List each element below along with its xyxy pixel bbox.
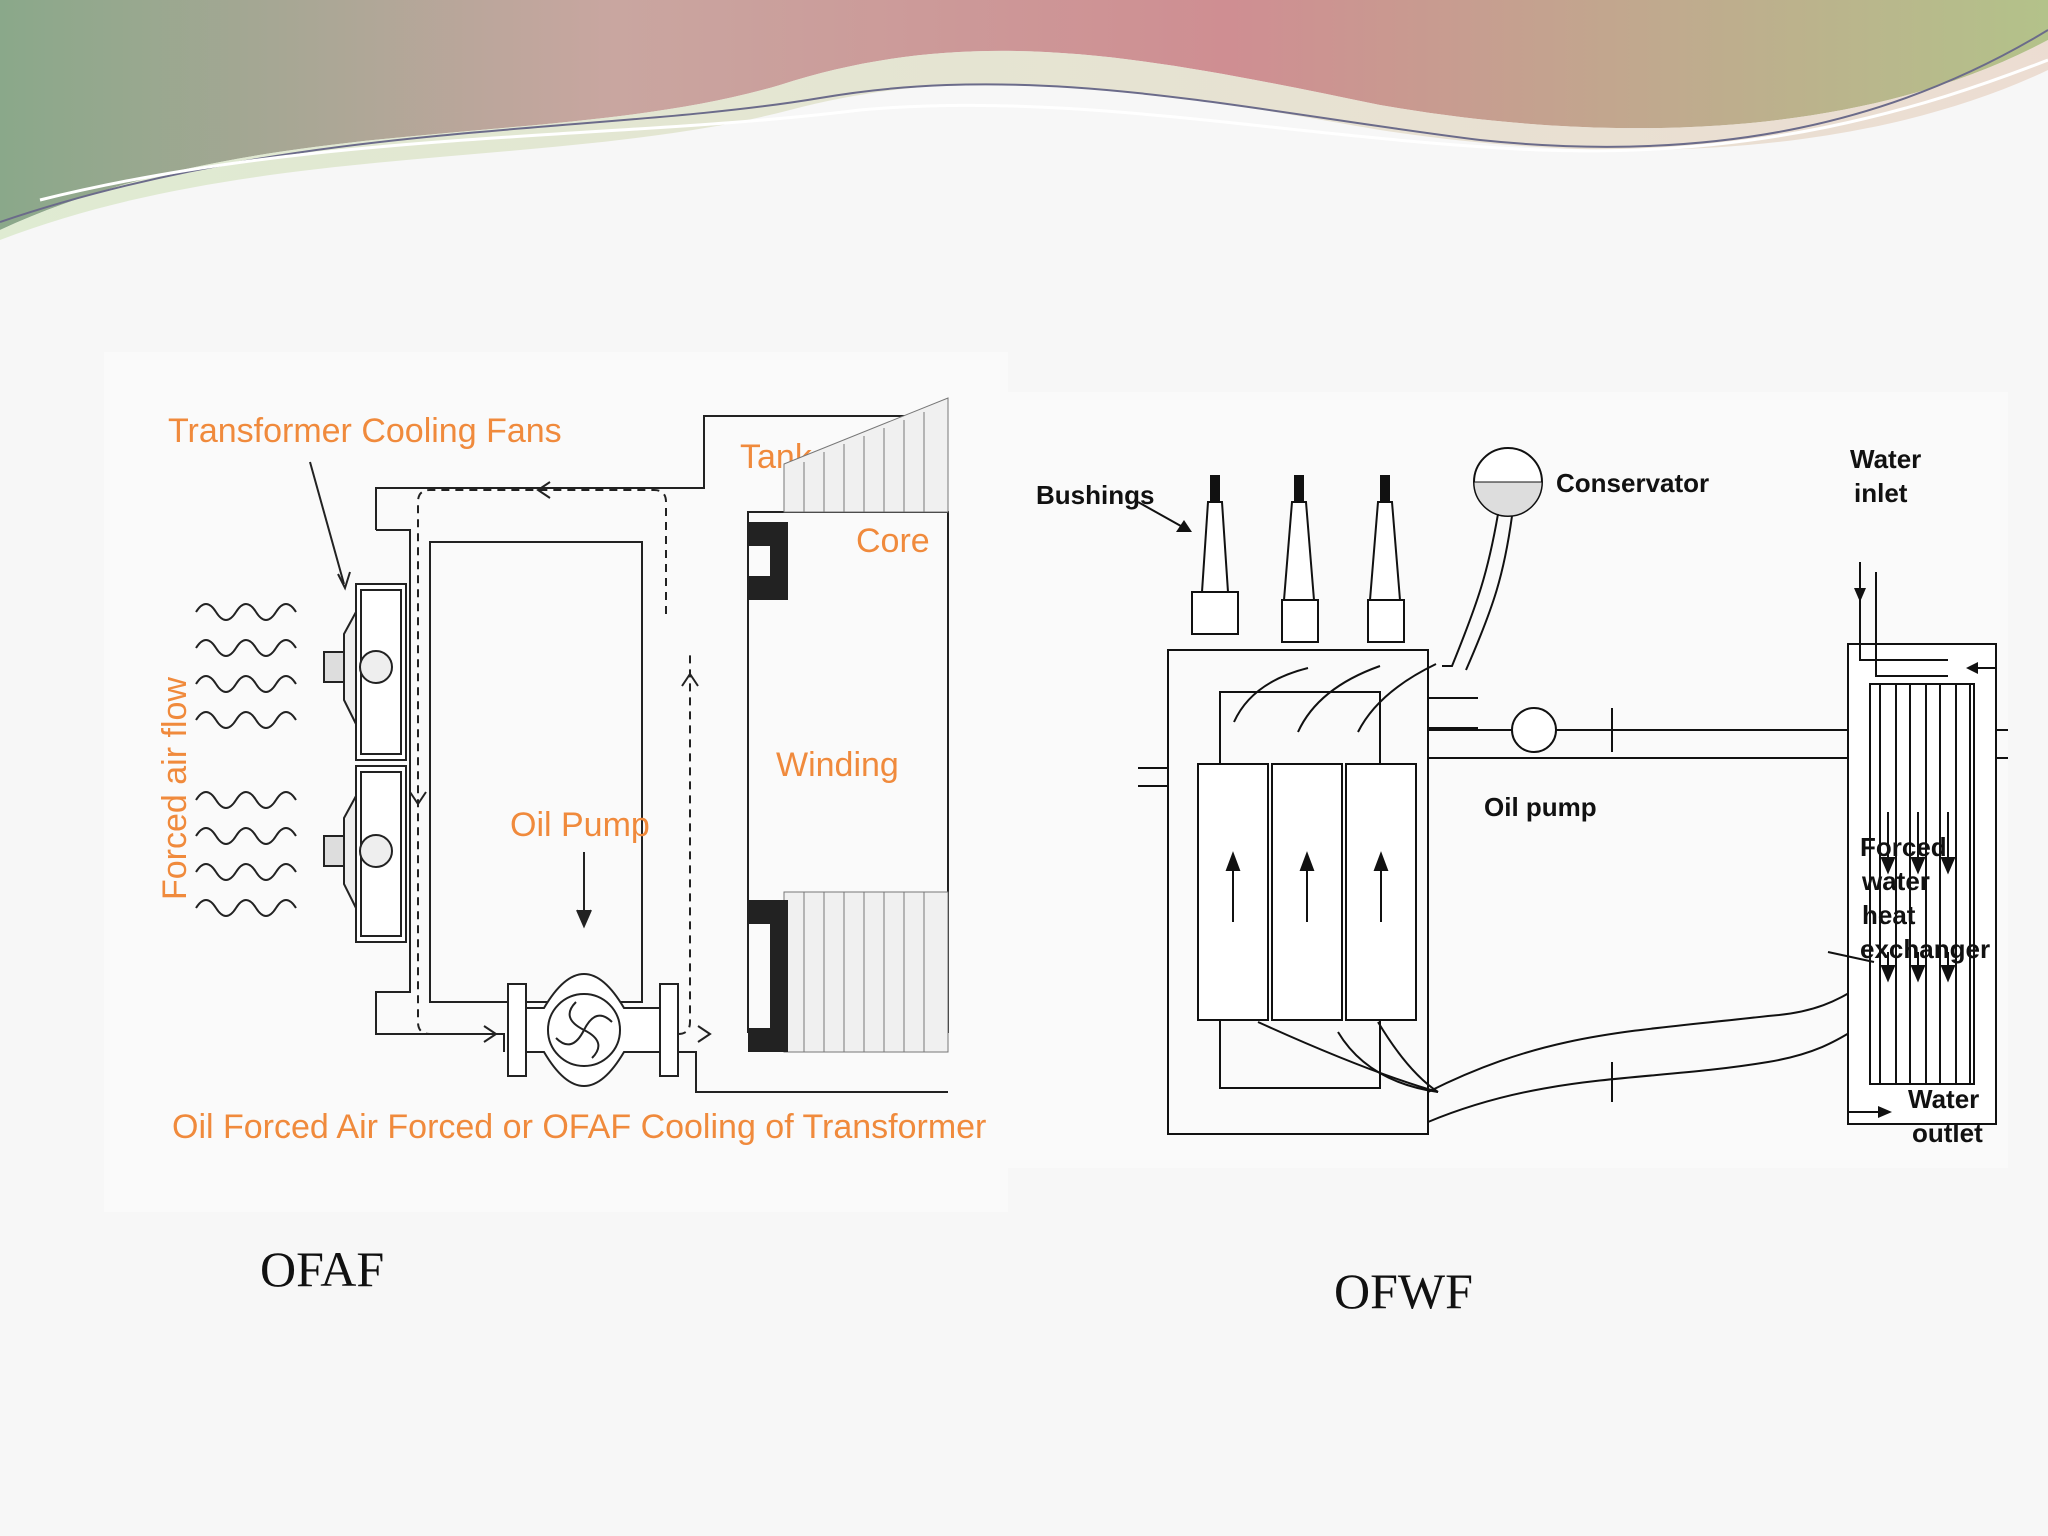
bushing-2: [1281, 475, 1319, 643]
conservator-tank: [1442, 447, 1543, 671]
water-flow-arrows: [1880, 812, 1956, 983]
label-oil-pump: Oil Pump: [510, 806, 650, 844]
label-forced-air-flow: Forced air flow: [156, 677, 194, 900]
label-forced-water-heat-exchanger-line4: exchanger: [1860, 934, 1990, 964]
core-lower: [748, 891, 949, 1053]
label-water-inlet-line2: inlet: [1854, 478, 1908, 508]
oil-circulation-arrows: [1233, 663, 1439, 1093]
oil-flow-dashed-path: [417, 489, 691, 1035]
heat-exchanger: [1847, 643, 1997, 1125]
label-water-inlet-line1: Water: [1850, 444, 1921, 474]
bushing-1: [1191, 475, 1239, 635]
label-forced-water-heat-exchanger-line1: Forced: [1860, 832, 1947, 862]
cooling-fan-lower: [323, 765, 407, 943]
oil-loop-inner: [429, 541, 643, 1003]
ofwf-diagram-panel: Bushings Conservator: [1008, 392, 2044, 1168]
oil-up-arrows: [1225, 851, 1389, 922]
core-upper: [748, 397, 949, 600]
core-coil-units: [1197, 763, 1417, 1021]
label-oil-pump: Oil pump: [1484, 792, 1597, 822]
header-wave-decoration: [0, 0, 2048, 240]
caption-ofwf: OFWF: [1334, 1263, 1473, 1319]
label-bushings: Bushings: [1036, 480, 1154, 510]
ofwf-diagram: Bushings Conservator: [1036, 444, 2044, 1148]
cooling-fan-upper: [323, 583, 407, 761]
bushing-3: [1367, 475, 1405, 643]
main-tank: [1167, 649, 1429, 1135]
label-transformer-cooling-fans: Transformer Cooling Fans: [168, 412, 562, 450]
label-water-outlet-line2: outlet: [1912, 1118, 1983, 1148]
oil-pump: [507, 973, 679, 1087]
label-winding: Winding: [776, 746, 899, 784]
label-ofaf-diagram-title: Oil Forced Air Forced or OFAF Cooling of…: [172, 1108, 986, 1146]
label-core: Core: [856, 522, 930, 560]
label-conservator: Conservator: [1556, 468, 1709, 498]
ofaf-diagram: Transformer Cooling Fans Forced air flow: [156, 397, 986, 1146]
air-flow-waves: [195, 603, 297, 917]
ofaf-diagram-panel: Transformer Cooling Fans Forced air flow: [104, 352, 1008, 1212]
label-forced-water-heat-exchanger-line2: water: [1861, 866, 1930, 896]
caption-ofaf: OFAF: [260, 1241, 385, 1297]
label-forced-water-heat-exchanger-line3: heat: [1862, 900, 1916, 930]
label-water-outlet-line1: Water: [1908, 1084, 1979, 1114]
oil-pump: [1511, 707, 1557, 753]
tank-outline: [375, 415, 948, 1093]
